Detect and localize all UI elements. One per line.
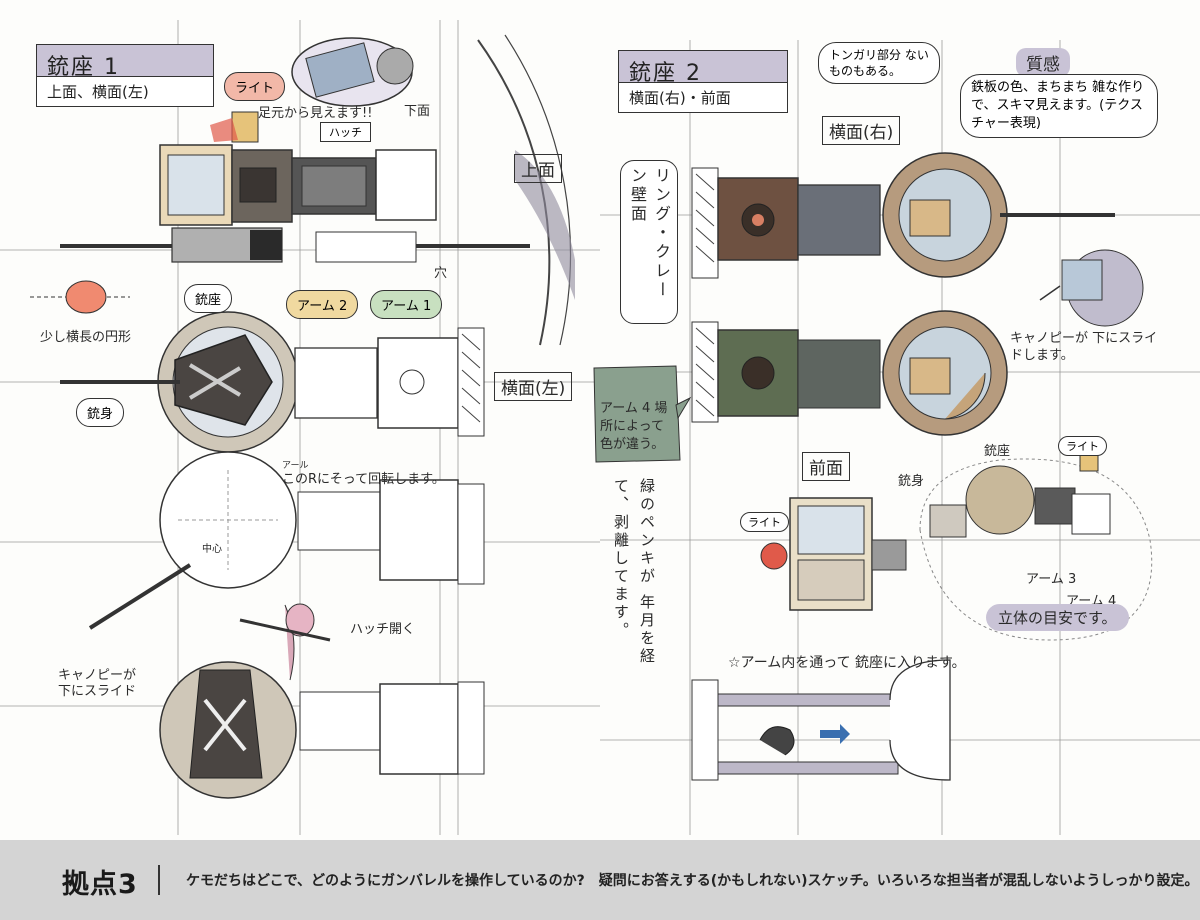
turret2-subtitle: 横面(右)・前面 bbox=[618, 82, 788, 113]
r-small-label: アール bbox=[282, 461, 309, 471]
solid-note: 立体の目安です。 bbox=[986, 604, 1129, 631]
rotate-note: このRにそって回転します。 bbox=[282, 472, 445, 487]
hatch-label: ハッチ bbox=[320, 122, 371, 142]
pointy-note: トンガリ部分 ないものもある。 bbox=[818, 42, 940, 84]
hole-label: 穴 bbox=[434, 266, 448, 281]
side-view-right-label: 横面(右) bbox=[822, 116, 901, 145]
paint-note: 緑のペンキが 年月を経て、剥離してます。 bbox=[612, 478, 656, 666]
light-3d-tag: ライト bbox=[1058, 436, 1107, 456]
turret1-subtitle: 上面、横面(左) bbox=[36, 76, 214, 107]
turret2-side-view-camo bbox=[691, 310, 1008, 436]
turret1-side-view bbox=[60, 311, 485, 453]
texture-title: 質感 bbox=[1016, 48, 1070, 77]
arm-corridor-sketch bbox=[691, 659, 951, 781]
seen-from-below-note: 足元から見えます!! bbox=[258, 106, 373, 121]
canopy-slide-note: キャノピーが 下にスライド bbox=[58, 668, 137, 699]
turret2-3d-sketch bbox=[919, 454, 1153, 641]
turret2-side-view-rust bbox=[691, 152, 1115, 279]
turret1-bottom-view bbox=[291, 37, 414, 107]
front-view-label: 前面 bbox=[802, 452, 850, 481]
arm2-tag: アーム 2 bbox=[286, 290, 359, 319]
caption-footer: 拠点3 ケモだちはどこで、どのようにガンバレルを操作しているのか? 疑問にお答え… bbox=[0, 840, 1200, 920]
base-number: 拠点3 bbox=[62, 869, 138, 900]
turret-tag: 銃座 bbox=[184, 284, 233, 313]
top-view-label: 上面 bbox=[514, 154, 562, 183]
sketch-page: 銃座 1 上面、横面(左) ライト 足元から見えます!! 下面 ハッチ 上面 穴… bbox=[0, 20, 1200, 835]
bottom-view-label: 下面 bbox=[404, 104, 431, 119]
enter-note: ☆アーム内を通って 銃座に入ります。 bbox=[728, 655, 966, 671]
ellipse-note: 少し横長の円形 bbox=[40, 330, 132, 345]
ring-crane-label: リング・クレーン壁面 bbox=[620, 160, 678, 324]
barrel-tag: 銃身 bbox=[76, 398, 125, 427]
barrel-3d-label: 銃身 bbox=[898, 474, 925, 489]
turret-3d-label: 銃座 bbox=[984, 444, 1011, 459]
footer-divider bbox=[158, 865, 160, 895]
front-light-tag: ライト bbox=[740, 512, 789, 532]
turret1-rotation-sketch bbox=[88, 451, 485, 630]
light-tag: ライト bbox=[224, 72, 286, 101]
ellipse-sample bbox=[30, 280, 130, 314]
arm4-note-box bbox=[593, 365, 692, 463]
hatch-open-note: ハッチ開く bbox=[350, 622, 416, 637]
arm4-note: アーム 4 場所によって 色が違う。 bbox=[600, 401, 668, 452]
canopy-note: キャノピーが 下にスライドします。 bbox=[1010, 331, 1158, 363]
arm1-tag: アーム 1 bbox=[370, 290, 443, 319]
turret1-canopy-open bbox=[159, 603, 485, 799]
side-view-left-label: 横面(左) bbox=[494, 372, 573, 401]
turret1-top-view bbox=[60, 111, 530, 263]
sketch-drawing bbox=[0, 20, 1200, 835]
turret2-front-view bbox=[760, 497, 907, 611]
texture-note: 鉄板の色、まちまち 雑な作りで、スキマ見えます。(テクスチャー表現) bbox=[960, 74, 1158, 138]
center-label: 中心 bbox=[202, 544, 222, 555]
footer-caption: ケモだちはどこで、どのようにガンバレルを操作しているのか? 疑問にお答えする(か… bbox=[186, 873, 1199, 889]
canopy-detail-sketch bbox=[1039, 249, 1144, 327]
arm3-label: アーム 3 bbox=[1026, 572, 1077, 587]
ring-crane-arc bbox=[477, 34, 575, 346]
